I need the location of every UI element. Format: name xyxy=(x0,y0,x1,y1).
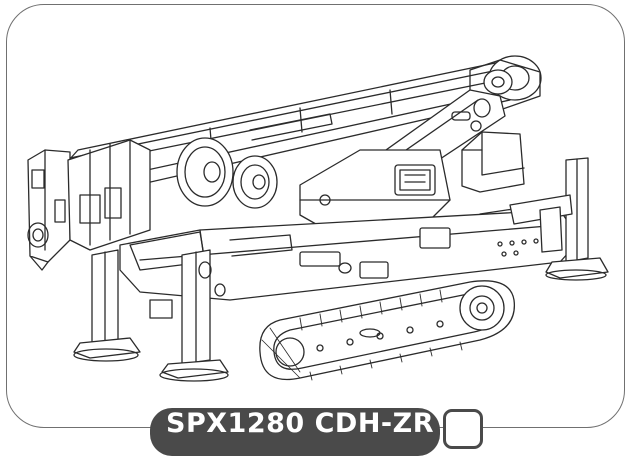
chassis-details xyxy=(149,227,451,319)
turret xyxy=(299,149,451,233)
model-badge-icon[interactable] xyxy=(443,409,483,449)
outrigger-right xyxy=(509,157,609,281)
model-name-label: SPX1280 CDH-ZR xyxy=(166,408,434,439)
outrigger-left-front xyxy=(73,249,141,362)
chassis xyxy=(119,204,581,301)
hoist-drums xyxy=(176,137,278,209)
crawler-track xyxy=(259,280,515,381)
outrigger-left-rear xyxy=(159,249,229,382)
crawler-crane-line-art-icon xyxy=(27,55,609,382)
track-ribs xyxy=(299,289,463,381)
fly-jib xyxy=(27,139,151,271)
engine-box xyxy=(461,131,525,193)
